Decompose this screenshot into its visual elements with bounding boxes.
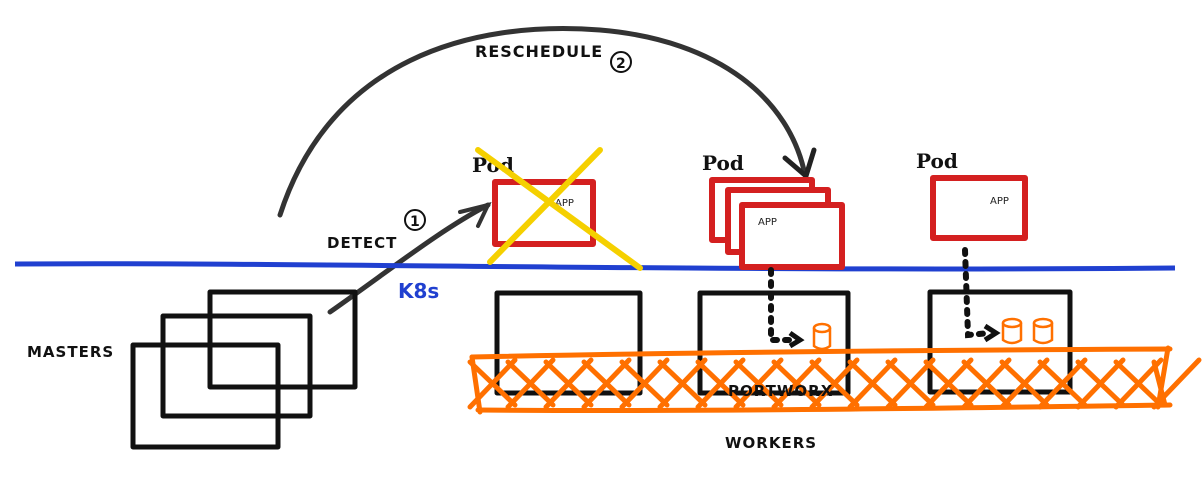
- hatch-stroke: [619, 357, 670, 410]
- app-label: APP: [555, 198, 574, 209]
- arrowhead-icon: [788, 330, 805, 349]
- hatch-stroke: [505, 357, 556, 410]
- masters-label: MASTERS: [27, 343, 114, 361]
- detect-arrow: [327, 202, 491, 315]
- volume-link: [962, 247, 993, 339]
- reschedule-arrowhead: [782, 147, 817, 181]
- k8s-label: K8s: [398, 279, 439, 303]
- step-1-number: 1: [410, 214, 421, 230]
- hatch-stroke: [847, 357, 898, 410]
- step-2-number: 2: [616, 56, 627, 72]
- hatch-stroke: [657, 357, 708, 410]
- reschedule-label: RESCHEDULE: [475, 42, 603, 61]
- volume-cylinder-icon: [1001, 317, 1023, 345]
- portworx-band-bottom: [475, 402, 1173, 414]
- running-pod-box: [930, 175, 1028, 241]
- pod-label: Pod: [916, 149, 958, 173]
- hatch-stroke: [1037, 357, 1088, 410]
- workers-label: WORKERS: [725, 434, 817, 452]
- master-node: [160, 313, 313, 419]
- hatch-stroke: [733, 357, 784, 410]
- volume-link: [768, 267, 798, 343]
- app-label: APP: [758, 217, 777, 228]
- failed-cross-icon: [475, 147, 643, 271]
- failed-pod-box: [492, 179, 596, 247]
- master-node: [207, 289, 358, 390]
- hatch-stroke: [809, 357, 860, 410]
- hatch-stroke: [543, 357, 594, 410]
- hatch-stroke: [771, 357, 822, 410]
- volume-cylinder-icon: [812, 322, 832, 351]
- portworx-band-top: [469, 346, 1173, 360]
- hatch-stroke: [923, 357, 974, 410]
- step-1-badge: [404, 209, 426, 231]
- hatch-stroke: [885, 357, 936, 410]
- hatch-stroke: [581, 357, 632, 410]
- portworx-storage-layer: [467, 357, 1202, 410]
- rescheduled-pod-box: [739, 202, 845, 270]
- portworx-band-sides: [469, 345, 1171, 415]
- hatch-stroke: [695, 357, 746, 410]
- worker-node: [697, 290, 851, 396]
- reschedule-arrow: [277, 26, 808, 218]
- worker-node: [494, 290, 643, 396]
- detect-arrowhead: [458, 202, 492, 228]
- master-node: [130, 342, 281, 450]
- detect-label: DETECT: [327, 234, 397, 252]
- portworx-label: PORTWORX: [728, 382, 833, 400]
- pod-label: Pod: [702, 151, 744, 175]
- worker-node: [927, 289, 1073, 395]
- step-2-badge: [610, 51, 632, 73]
- app-label: APP: [990, 196, 1009, 207]
- hatch-stroke: [1075, 357, 1126, 410]
- volume-cylinder-icon: [1032, 317, 1054, 345]
- hatch-stroke: [999, 357, 1050, 410]
- k8s-boundary-line: [14, 261, 1176, 272]
- arrowhead-icon: [983, 323, 1001, 343]
- hatch-stroke: [961, 357, 1012, 410]
